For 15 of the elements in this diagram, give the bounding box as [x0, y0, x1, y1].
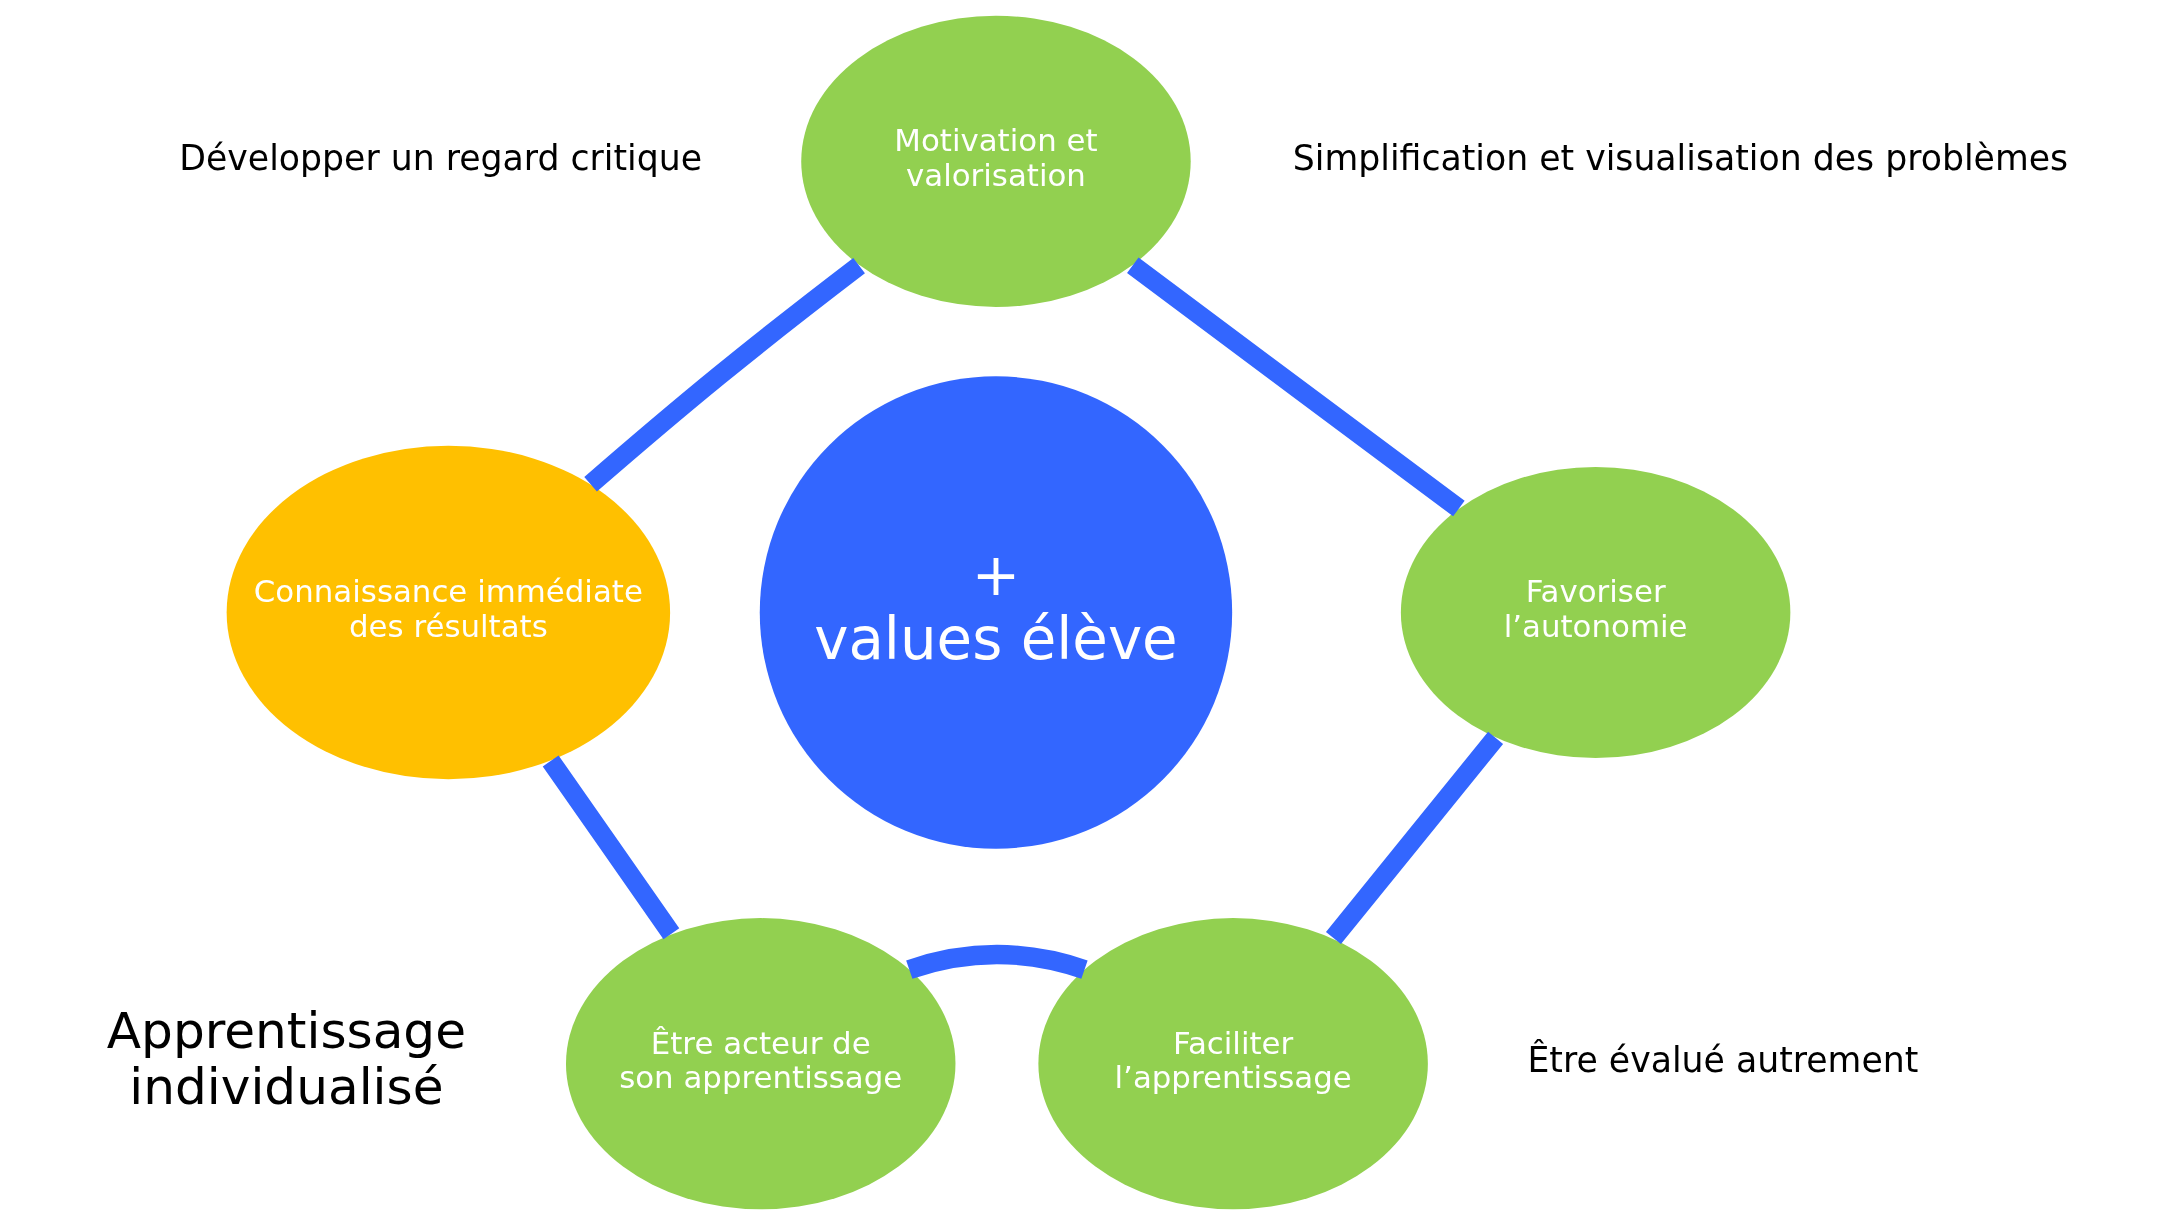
- connector: [542, 755, 679, 940]
- node-ellipse: Faciliter l’apprentissage: [1037, 918, 1428, 1210]
- connector: [583, 258, 865, 492]
- node-ellipse: Favoriser l’autonomie: [1400, 466, 1790, 759]
- connector: [1126, 257, 1465, 517]
- connector: [1325, 731, 1503, 945]
- node-ellipse: Être acteur de son apprentissage: [565, 918, 955, 1210]
- connector: [905, 944, 1087, 979]
- label: Être évalué autrement: [1526, 1040, 1918, 1081]
- label: Simplification et visualisation des problèmes: [1292, 137, 2068, 178]
- node-circle: + values élève: [759, 376, 1232, 849]
- node-ellipse: Motivation et valorisation: [800, 15, 1191, 307]
- label: Développer un regard critique: [178, 137, 702, 178]
- node-ellipse: Connaissance immédiate des résultats: [226, 445, 670, 780]
- label: Apprentissage individualisé: [106, 1000, 466, 1116]
